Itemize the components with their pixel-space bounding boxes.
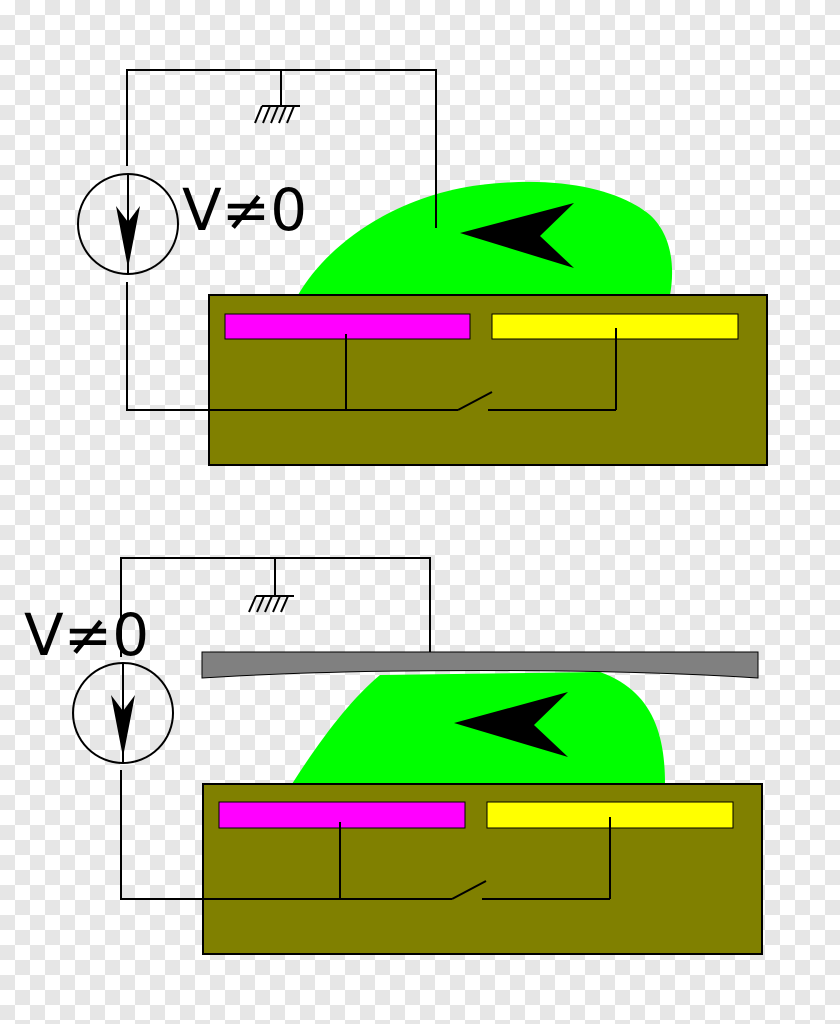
motion-arrowhead-icon [454,692,568,757]
electrode-left [224,313,471,340]
open-switch-icon [457,391,493,411]
open-switch-icon [451,880,487,900]
panel-open-system: V≠0 [77,69,768,466]
voltage-label: V≠0 [182,176,307,244]
ground-hatch-icon [248,595,294,613]
panel-closed-system: V≠0 [24,557,763,955]
electrode-left [218,801,466,829]
motion-arrowhead-icon [460,203,574,268]
voltage-label: V≠0 [24,601,149,669]
circuit-wires [126,69,617,411]
cover-plate [201,651,759,679]
current-source-circle-arrow-icon [72,662,174,764]
ground-hatch-icon [254,105,300,124]
current-source-circle-arrow-icon [77,173,179,275]
circuit-wires [120,557,611,900]
